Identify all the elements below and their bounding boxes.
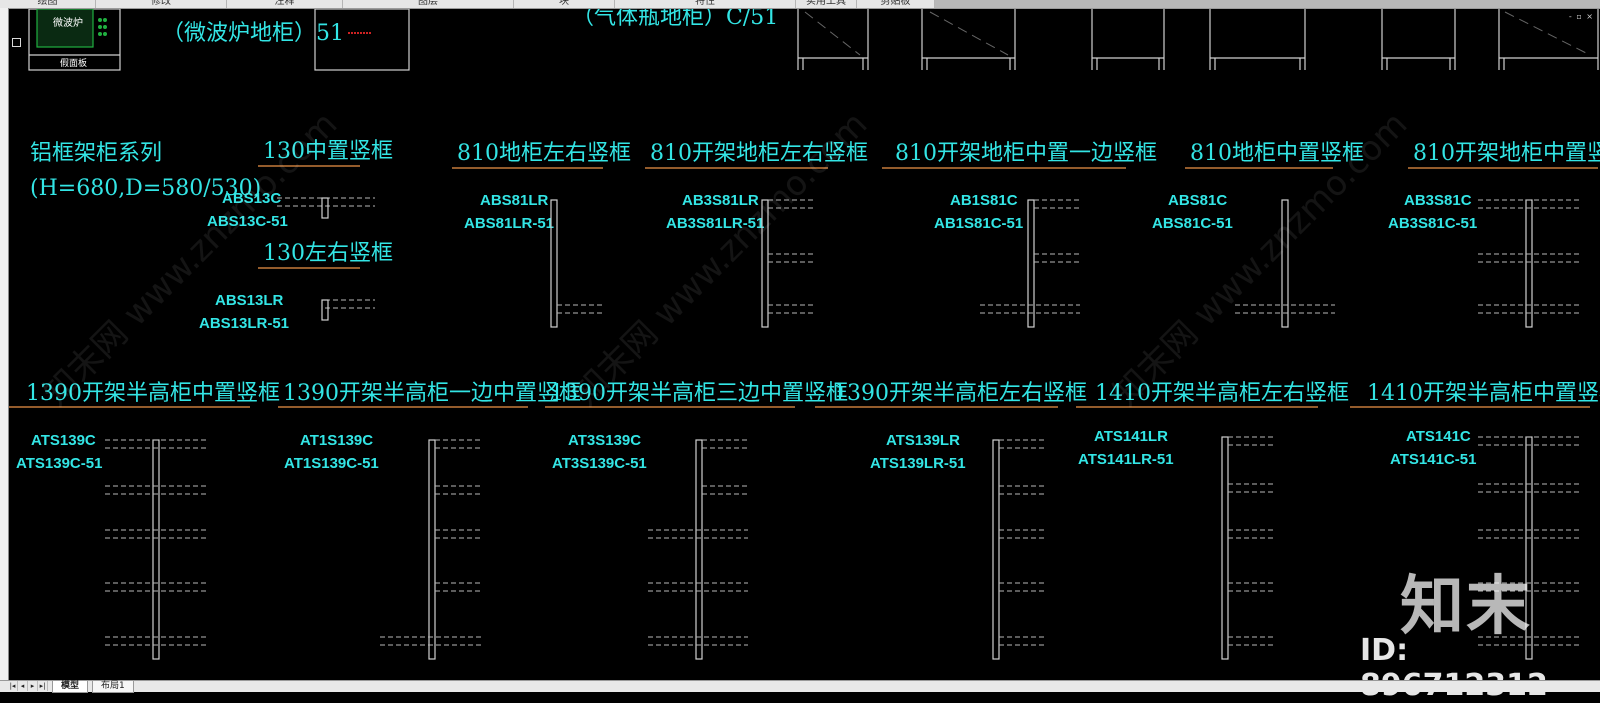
- row2-code-3b: ATS139LR-51: [870, 455, 966, 472]
- row1-code-3a: AB3S81LR: [682, 192, 759, 209]
- gas-cylinder-cabinet-label: （气体瓶地柜）C/51: [572, 9, 778, 30]
- ribbon-panel-layers[interactable]: 图层: [343, 0, 514, 8]
- ribbon-panel-clipboard[interactable]: 剪贴板: [857, 0, 935, 8]
- row1-code-2b: ABS81LR-51: [464, 215, 554, 232]
- row2-code-0b: ATS139C-51: [16, 455, 102, 472]
- row1-title-4: 810开架地柜中置一边竖框: [895, 141, 1157, 166]
- row2-title-5: 1410开架半高柜中置竖框: [1367, 381, 1600, 406]
- section-810-floor-center-frame[interactable]: 810地柜中置竖框 ABS81C ABS81C-51: [1152, 141, 1364, 328]
- row2-title-4: 1410开架半高柜左右竖框: [1095, 381, 1349, 406]
- row1-code-6b: AB3S81C-51: [1388, 215, 1477, 232]
- microwave-cabinet-elevation[interactable]: [314, 9, 410, 71]
- ribbon-panel-properties[interactable]: 特性: [615, 0, 796, 8]
- tab-model[interactable]: 模型: [52, 681, 89, 693]
- series-title: 铝框架柜系列: [30, 141, 162, 166]
- section-810-open-center-one-side-frame[interactable]: 810开架地柜中置一边竖框 AB1S81C AB1S81C-51: [882, 141, 1157, 328]
- row2-code-1b: AT1S139C-51: [284, 455, 379, 472]
- row1-title-6: 810开架地柜中置竖框: [1413, 141, 1600, 166]
- row1-title-3: 810开架地柜左右竖框: [650, 141, 868, 166]
- section-810-open-center-frame[interactable]: 810开架地柜中置竖框 AB3S81C AB3S81C-51: [1388, 141, 1600, 328]
- ribbon-toolbar: 绘图 修改 注释 图层 块 特性 实用工具 剪贴板: [0, 0, 1600, 9]
- top-cabinet-frames[interactable]: [797, 9, 1599, 70]
- next-tab-arrow-icon[interactable]: ▸: [28, 681, 38, 691]
- ribbon-panel-annotate[interactable]: 注释: [227, 0, 343, 8]
- row2-code-0a: ATS139C: [31, 432, 96, 449]
- row1-title-0: 130中置竖框: [263, 139, 393, 164]
- left-window-edge: [0, 8, 9, 680]
- watermark-logo: 知末: [1400, 570, 1532, 644]
- section-1410-open-center-frame[interactable]: 1410开架半高柜中置竖框 ATS141C ATS141C-51: [1350, 381, 1600, 660]
- microwave-title: 微波炉: [53, 16, 83, 29]
- row2-code-4a: ATS141LR: [1094, 428, 1168, 445]
- row1-code-4a: AB1S81C: [950, 192, 1018, 209]
- section-810-floor-side-frame[interactable]: 810地柜左右竖框 ABS81LR ABS81LR-51: [452, 141, 631, 328]
- row2-title-2: 1390开架半高柜三边中置竖框: [550, 381, 848, 406]
- row2-title-0: 1390开架半高柜中置竖框: [26, 381, 280, 406]
- row2-code-4b: ATS141LR-51: [1078, 451, 1174, 468]
- false-panel-label: 假面板: [60, 57, 87, 68]
- row1-title-1: 130左右竖框: [263, 241, 393, 266]
- section-130-side-frame[interactable]: 130左右竖框 ABS13LR ABS13LR-51: [199, 241, 393, 332]
- section-810-open-side-frame[interactable]: 810开架地柜左右竖框 AB3S81LR AB3S81LR-51: [645, 141, 868, 328]
- first-tab-arrow-icon[interactable]: |◂: [8, 681, 18, 691]
- microwave-cabinet-block[interactable]: 微波炉 假面板: [28, 9, 121, 71]
- row1-title-5: 810地柜中置竖框: [1190, 141, 1364, 166]
- row1-code-1b: ABS13LR-51: [199, 315, 289, 332]
- row1-code-6a: AB3S81C: [1404, 192, 1472, 209]
- row2-code-5b: ATS141C-51: [1390, 451, 1476, 468]
- row2-code-2a: AT3S139C: [568, 432, 641, 449]
- viewport-control-checkbox[interactable]: [12, 38, 21, 47]
- layout-tab-bar: |◂ ◂ ▸ ▸| 模型 布局1: [0, 680, 1600, 693]
- last-tab-arrow-icon[interactable]: ▸|: [38, 681, 48, 691]
- ribbon-panel-draw[interactable]: 绘图: [0, 0, 96, 8]
- section-1390-open-one-side-center-frame[interactable]: 1390开架半高柜一边中置竖框 AT1S139C AT1S139C-51: [278, 381, 581, 660]
- microwave-cabinet-label: （微波炉地柜）51: [162, 21, 344, 46]
- section-1390-open-center-frame[interactable]: 1390开架半高柜中置竖框 ATS139C ATS139C-51: [9, 381, 280, 660]
- section-1390-open-three-side-center-frame[interactable]: 1390开架半高柜三边中置竖框 AT3S139C AT3S139C-51: [545, 381, 848, 660]
- row1-title-2: 810地柜左右竖框: [457, 141, 631, 166]
- row1-code-3b: AB3S81LR-51: [666, 215, 764, 232]
- row2-title-1: 1390开架半高柜一边中置竖框: [283, 381, 581, 406]
- row1-code-0b: ABS13C-51: [207, 213, 288, 230]
- series-dimensions: (H=680,D=580/530): [30, 176, 261, 201]
- watermark-id: ID: 896712312: [1360, 633, 1548, 703]
- row1-code-5a: ABS81C: [1168, 192, 1227, 209]
- section-130-center-frame[interactable]: 130中置竖框 ABS13C ABS13C-51: [207, 139, 393, 230]
- ribbon-empty-area: [935, 0, 1600, 8]
- row1-code-1a: ABS13LR: [215, 292, 284, 309]
- row1-code-0a: ABS13C: [222, 190, 281, 207]
- viewport-window-controls[interactable]: - ▫ ×: [1568, 12, 1594, 21]
- row2-code-3a: ATS139LR: [886, 432, 960, 449]
- row1-code-4b: AB1S81C-51: [934, 215, 1023, 232]
- row2-title-3: 1390开架半高柜左右竖框: [833, 381, 1087, 406]
- row2-code-2b: AT3S139C-51: [552, 455, 647, 472]
- row1-code-5b: ABS81C-51: [1152, 215, 1233, 232]
- ribbon-panel-block[interactable]: 块: [514, 0, 615, 8]
- section-1410-open-side-frame[interactable]: 1410开架半高柜左右竖框 ATS141LR ATS141LR-51: [1076, 381, 1349, 660]
- row2-code-1a: AT1S139C: [300, 432, 373, 449]
- tab-layout1[interactable]: 布局1: [92, 681, 134, 693]
- prev-tab-arrow-icon[interactable]: ◂: [18, 681, 28, 691]
- drawing-canvas[interactable]: .ttl{font-family:"DejaVu Serif",serif;fo…: [9, 9, 1600, 680]
- row2-code-5a: ATS141C: [1406, 428, 1471, 445]
- ribbon-panel-modify[interactable]: 修改: [96, 0, 227, 8]
- section-1390-open-side-frame[interactable]: 1390开架半高柜左右竖框 ATS139LR ATS139LR-51: [815, 381, 1087, 660]
- ribbon-panel-utilities[interactable]: 实用工具: [796, 0, 857, 8]
- row1-code-2a: ABS81LR: [480, 192, 549, 209]
